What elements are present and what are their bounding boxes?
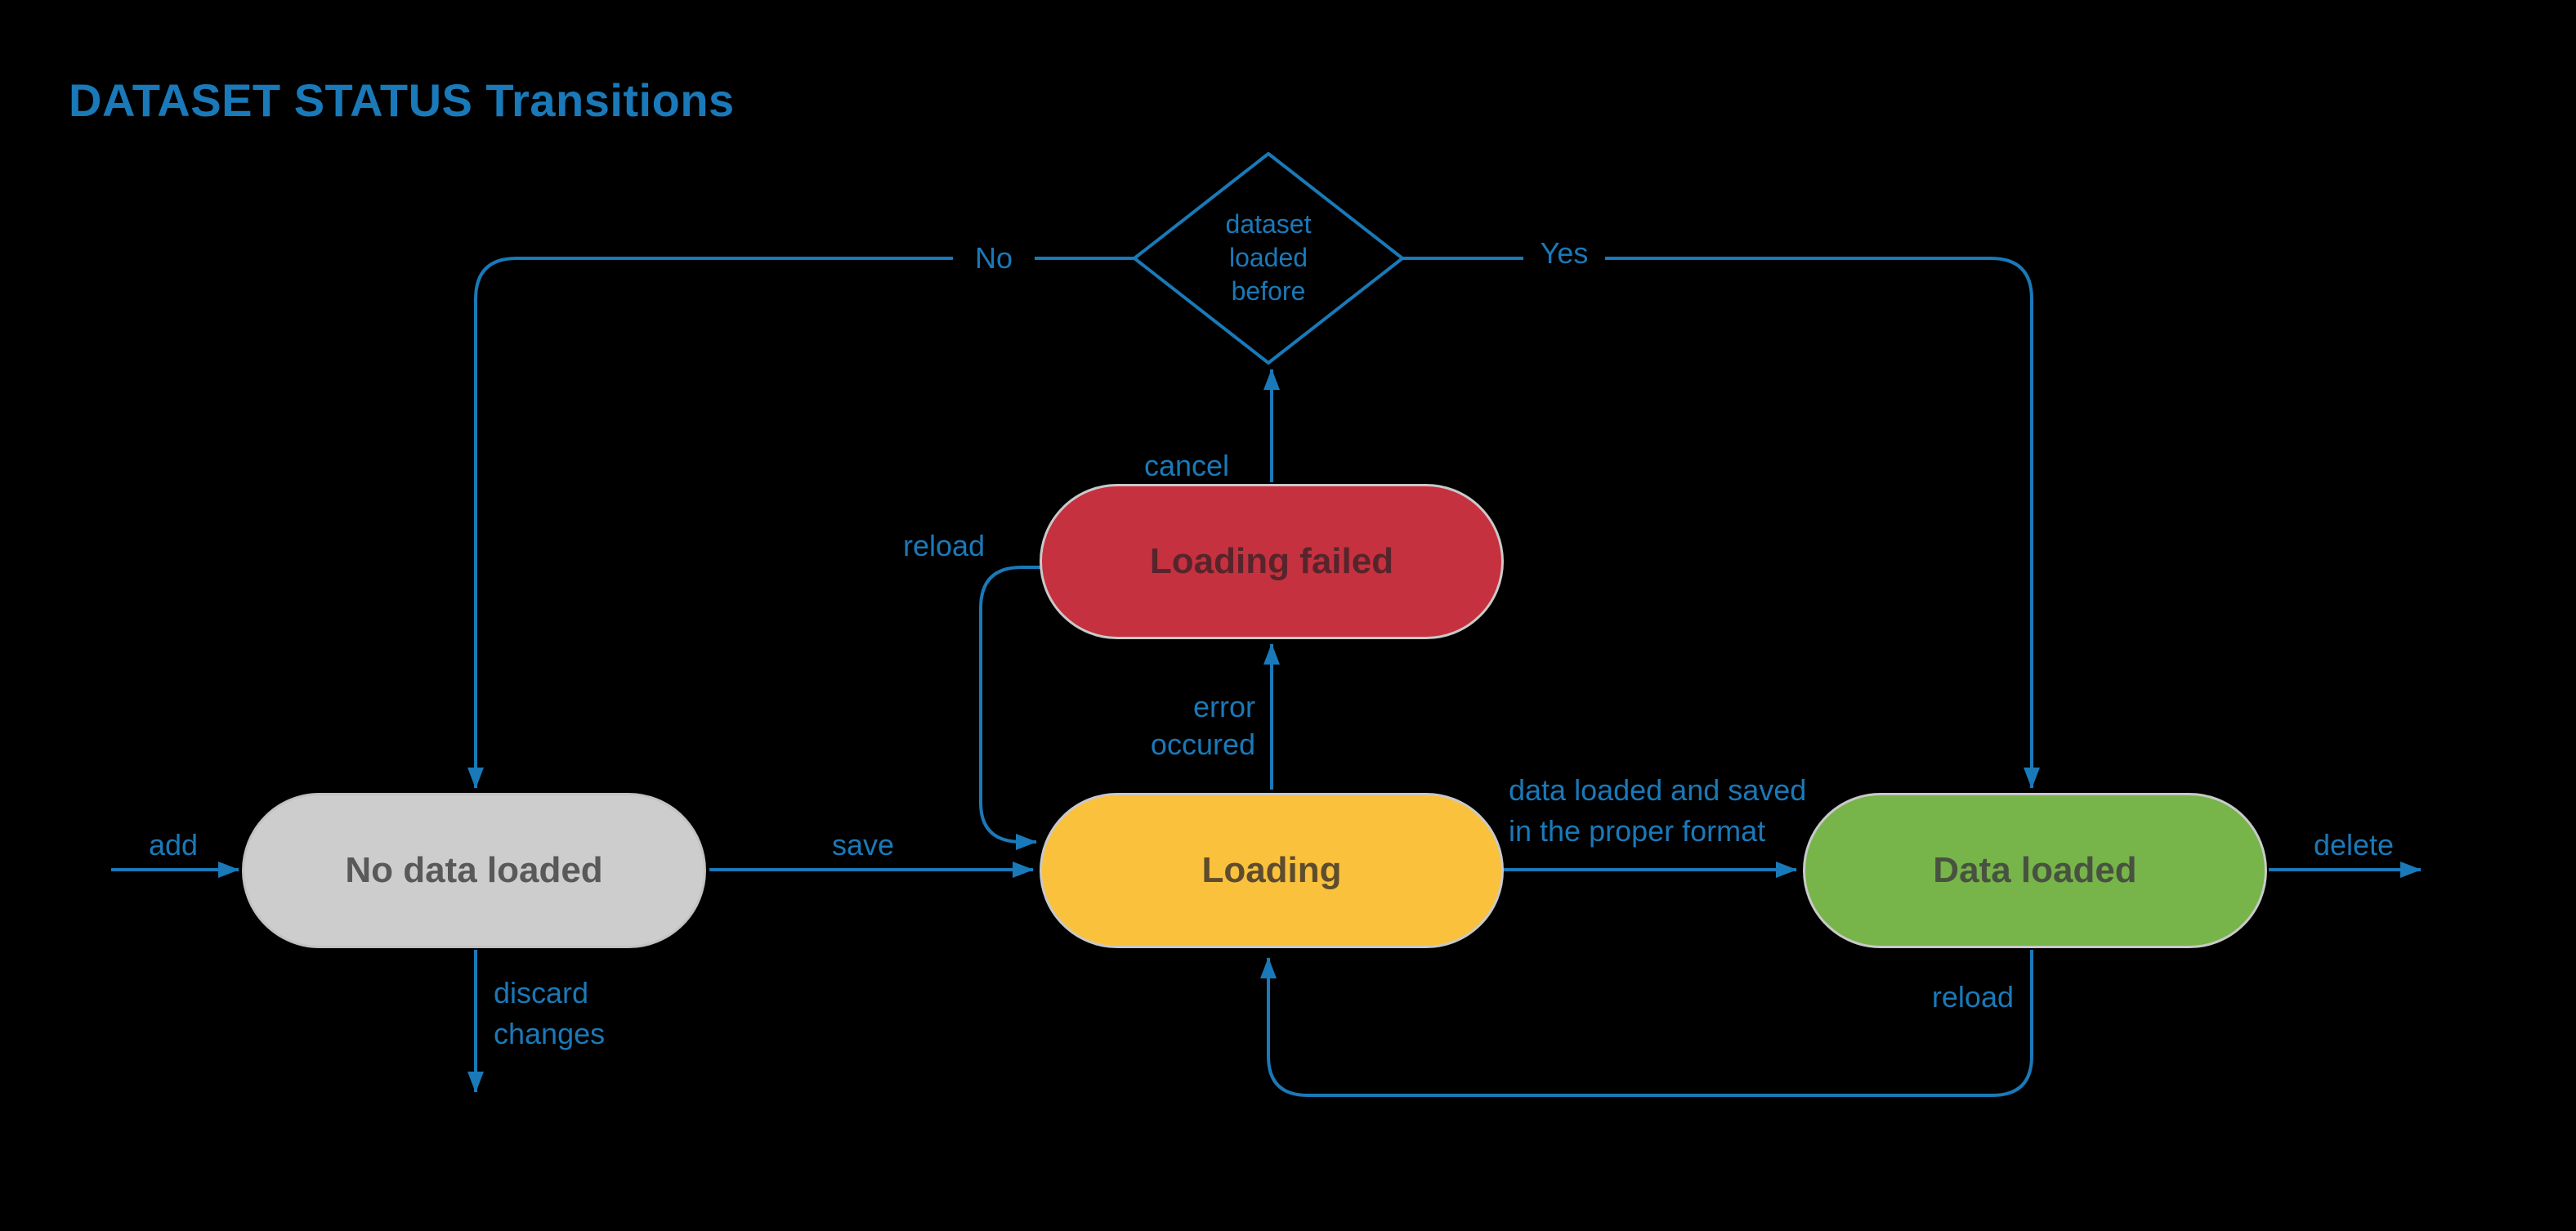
edge-reload-from-failed (979, 566, 1041, 850)
edge-label-save: save (831, 828, 895, 862)
edge-label-cancel: cancel (1143, 449, 1230, 482)
decision-diamond (1133, 152, 1404, 365)
edge-label-yes: Yes (1523, 235, 1605, 271)
edge-label-no: No (953, 240, 1035, 276)
state-no-data-loaded-label: No data loaded (345, 850, 603, 890)
state-no-data-loaded: No data loaded (242, 793, 706, 948)
edge-label-reload-from-loaded: reload (1931, 980, 2014, 1014)
edge-label-error-occured: error occured (1150, 690, 1255, 761)
state-loading-failed-label: Loading failed (1149, 541, 1394, 581)
state-loading-failed: Loading failed (1040, 484, 1504, 639)
state-loading-label: Loading (1201, 850, 1342, 890)
edge-label-delete: delete (2313, 828, 2395, 862)
state-loading: Loading (1040, 793, 1504, 948)
edge-reload-from-loaded (1260, 950, 2033, 1097)
edge-label-data-saved: data loaded and saved in the proper form… (1509, 773, 1807, 848)
edge-yes (1402, 257, 2040, 789)
page-title: DATASET STATUS Transitions (69, 74, 735, 126)
state-data-loaded-label: Data loaded (1933, 850, 2137, 890)
state-data-loaded: Data loaded (1803, 793, 2267, 948)
edge-label-add: add (148, 828, 199, 862)
edge-no (467, 257, 1134, 789)
edge-label-reload-from-failed: reload (902, 529, 986, 562)
edge-label-discard-changes: discard changes (494, 976, 606, 1050)
decision-label: dataset loaded before (1225, 209, 1312, 306)
